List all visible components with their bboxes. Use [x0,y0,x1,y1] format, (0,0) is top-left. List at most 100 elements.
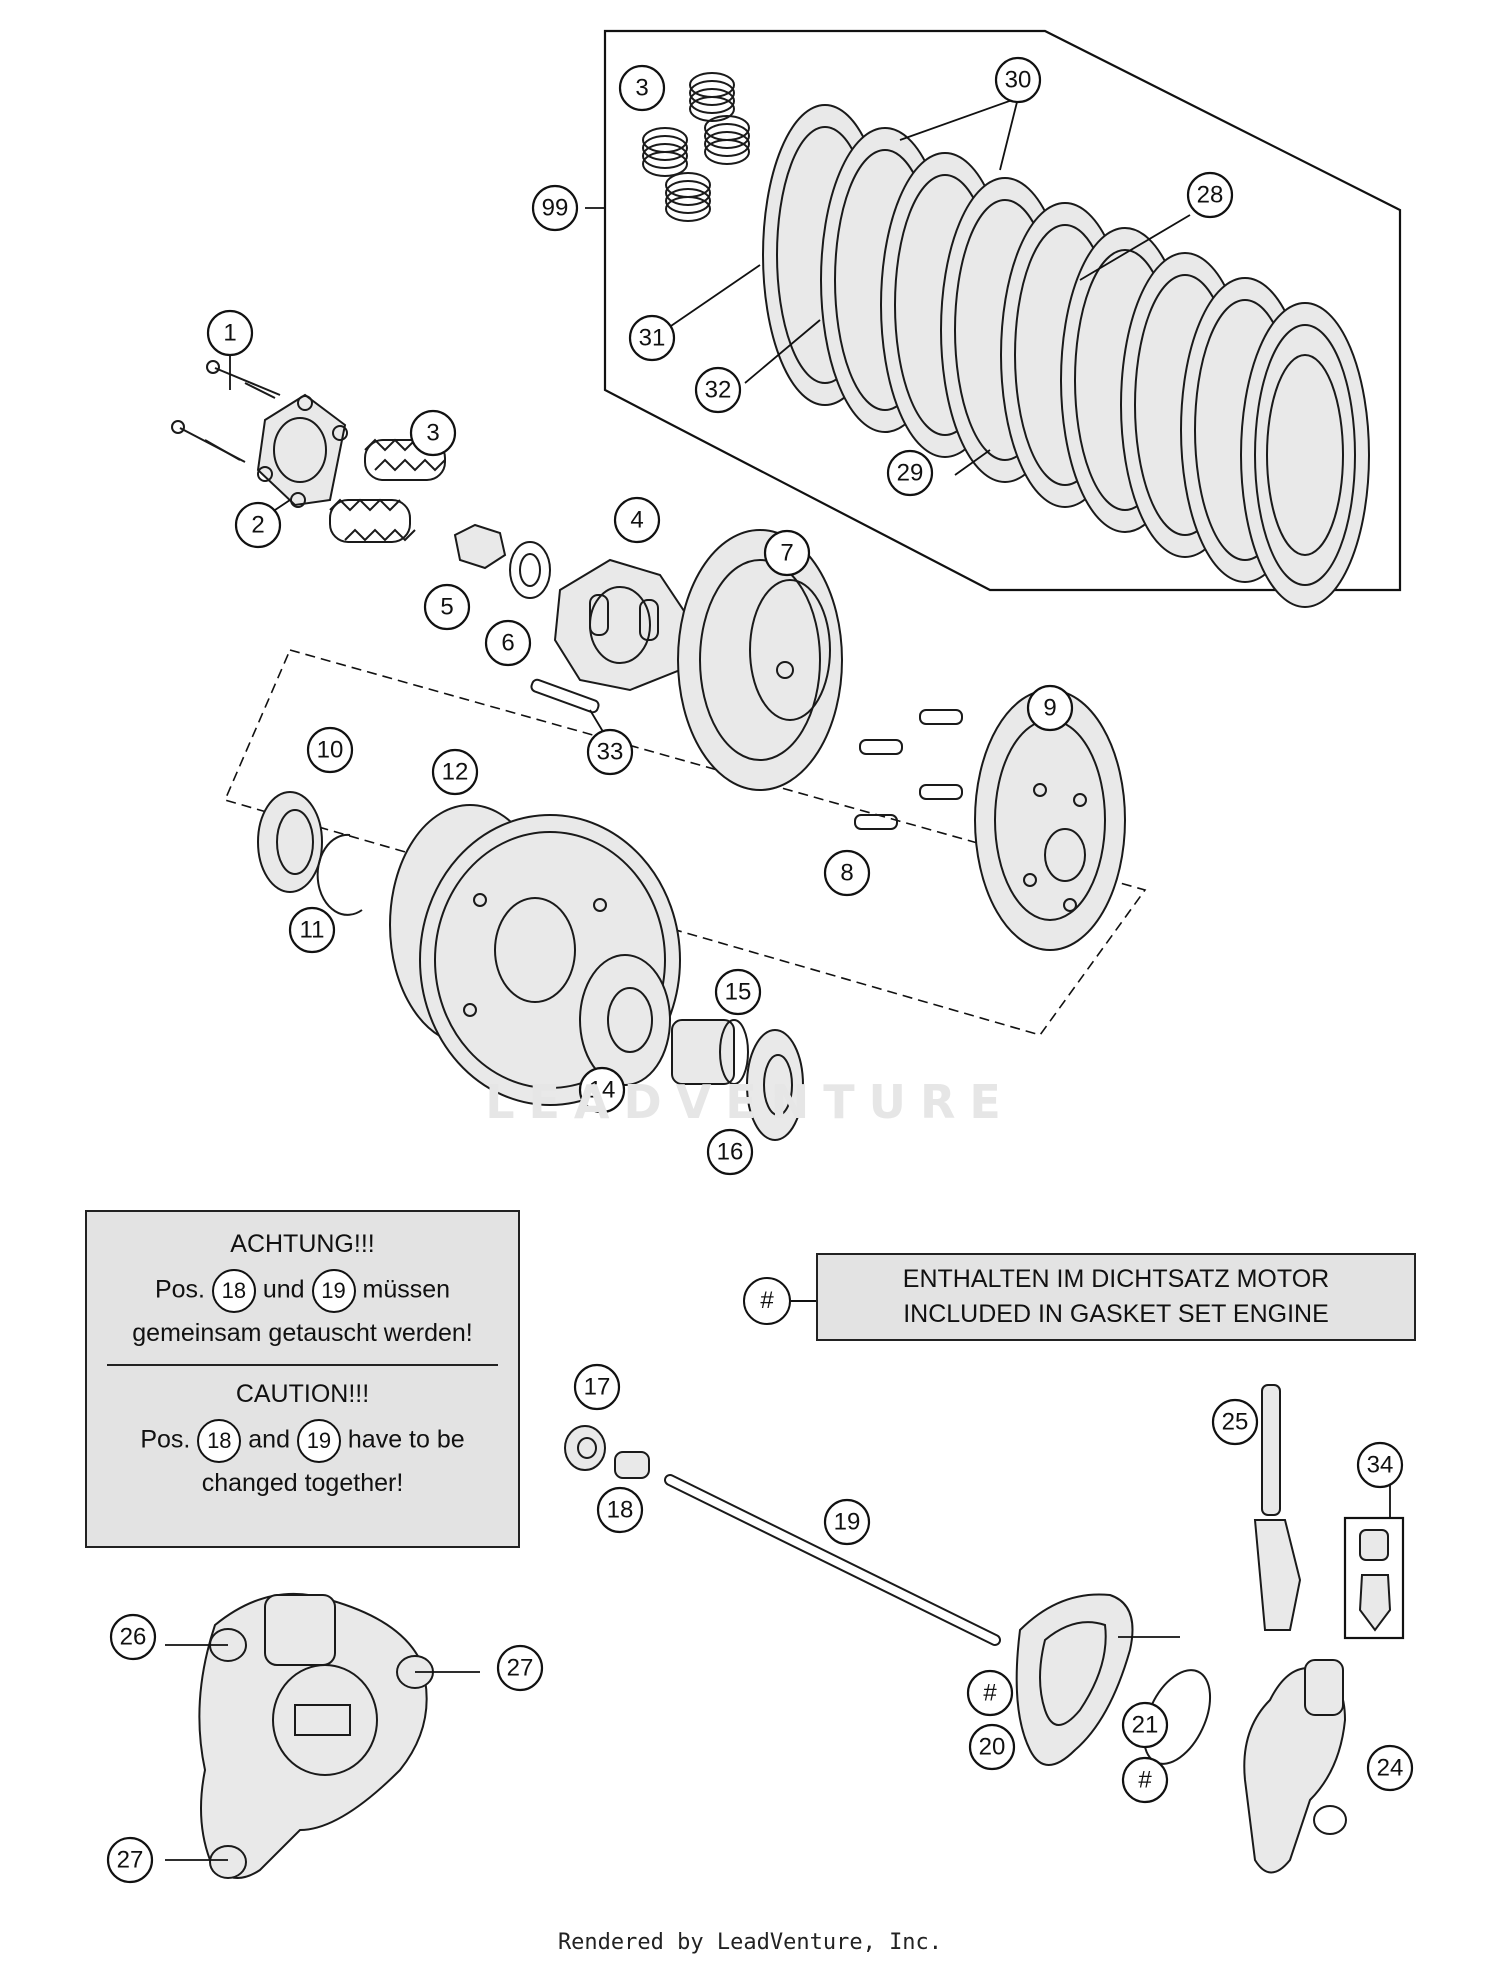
svg-text:19: 19 [834,1509,861,1536]
callout-32: 32 [694,366,742,414]
warning-title-en: CAUTION!!! [235,1380,370,1408]
svg-text:5: 5 [440,594,453,621]
callout-1: 1 [206,309,254,357]
svg-text:34: 34 [1367,1452,1394,1479]
callout-10: 10 [306,726,354,774]
svg-text:21: 21 [1132,1712,1159,1739]
warning-title-de: ACHTUNG!!! [230,1230,375,1258]
ref-19: 19 [311,1269,356,1313]
warning-line2-de: gemeinsam getauscht werden! [132,1319,473,1347]
svg-text:33: 33 [597,739,624,766]
ref-19: 19 [296,1419,341,1463]
callout-5: 5 [423,583,471,631]
clutch-kit-frame [603,29,1402,592]
outer-clutch-hub [677,529,843,791]
callout-28: 28 [1186,171,1234,219]
callout-21-hash: # [1121,1756,1169,1804]
and-label: and [248,1425,290,1454]
callout-18: 18 [596,1486,644,1534]
callout-34: 34 [1356,1441,1404,1489]
bleed-valve-frame [1343,1516,1405,1640]
callout-12: 12 [431,748,479,796]
callout-19: 19 [823,1498,871,1546]
nut [453,523,507,570]
svg-text:28: 28 [1197,182,1224,209]
inner-hub [553,558,692,692]
gasket-legend-box: ENTHALTEN IM DICHTSATZ MOTOR INCLUDED IN… [816,1253,1416,1341]
svg-text:14: 14 [589,1077,616,1104]
svg-text:32: 32 [705,377,732,404]
gasket [1015,1593,1134,1766]
shaft-seal [564,1425,606,1471]
primary-gear [579,954,671,1086]
callout-8: 8 [823,849,871,897]
damper-springs [854,709,963,830]
svg-text:9: 9 [1043,695,1056,722]
svg-text:20: 20 [979,1734,1006,1761]
callout-99: 99 [531,184,579,232]
callout-27-right: 27 [496,1644,544,1692]
callout-16: 16 [706,1128,754,1176]
clutch-basket-frame [223,649,1147,1036]
callout-27-bottom: 27 [106,1836,154,1884]
callout-24: 24 [1366,1744,1414,1792]
callout-3-kit: 3 [618,64,666,112]
watermark: LEADVENTURE [485,1075,1015,1129]
callout-20: 20 [968,1723,1016,1771]
svg-text:30: 30 [1005,67,1032,94]
callout-25: 25 [1211,1398,1259,1446]
svg-text:8: 8 [840,860,853,887]
callout-29: 29 [886,449,934,497]
svg-text:24: 24 [1377,1755,1404,1782]
callout-26: 26 [109,1613,157,1661]
svg-text:16: 16 [717,1139,744,1166]
bearing-washer [746,1029,804,1141]
clutch-plates-stack [762,104,1370,608]
svg-text:26: 26 [120,1624,147,1651]
callout-20-hash: # [966,1669,1014,1717]
callout-4: 4 [613,496,661,544]
warning-line2-en: changed together! [201,1469,404,1497]
callout-6: 6 [484,619,532,667]
callout-11: 11 [288,906,336,954]
svg-text:10: 10 [317,737,344,764]
svg-text:#: # [1138,1767,1152,1794]
svg-text:#: # [983,1680,997,1707]
warning-line1-en: Pos. 18 and 19 have to be [87,1419,518,1463]
and-label: und [262,1275,305,1304]
svg-text:2: 2 [251,512,264,539]
svg-text:29: 29 [897,460,924,487]
ref-18: 18 [211,1269,256,1313]
svg-text:99: 99 [542,195,569,222]
washer [509,541,551,599]
svg-text:4: 4 [630,507,643,534]
callout-9: 9 [1026,684,1074,732]
svg-text:6: 6 [501,630,514,657]
svg-text:31: 31 [639,325,666,352]
svg-text:11: 11 [300,917,325,944]
push-pin [530,678,600,714]
svg-text:7: 7 [780,540,793,567]
bushing [614,1451,650,1479]
callout-15: 15 [714,968,762,1016]
circlip [316,833,363,916]
pressure-plate [256,393,348,508]
legend-line-en: INCLUDED IN GASKET SET ENGINE [903,1300,1329,1328]
warning-divider [107,1364,498,1366]
bolts [171,360,281,463]
callout-31: 31 [628,314,676,362]
svg-text:27: 27 [117,1847,144,1874]
bleed-valve [1358,1529,1392,1632]
callout-7: 7 [763,529,811,577]
kit-springs [642,72,750,222]
legend-line-de: ENTHALTEN IM DICHTSATZ MOTOR [902,1265,1330,1293]
footer-credit: Rendered by LeadVenture, Inc. [557,1930,943,1955]
svg-text:3: 3 [426,420,439,447]
callout-33: 33 [586,728,634,776]
svg-text:18: 18 [607,1497,634,1524]
callout-14: 14 [578,1066,626,1114]
warning-box: ACHTUNG!!! Pos. 18 und 19 müssen gemeins… [85,1210,520,1548]
line-end: have to be [347,1425,465,1454]
slave-cylinder-small [1243,1659,1347,1874]
